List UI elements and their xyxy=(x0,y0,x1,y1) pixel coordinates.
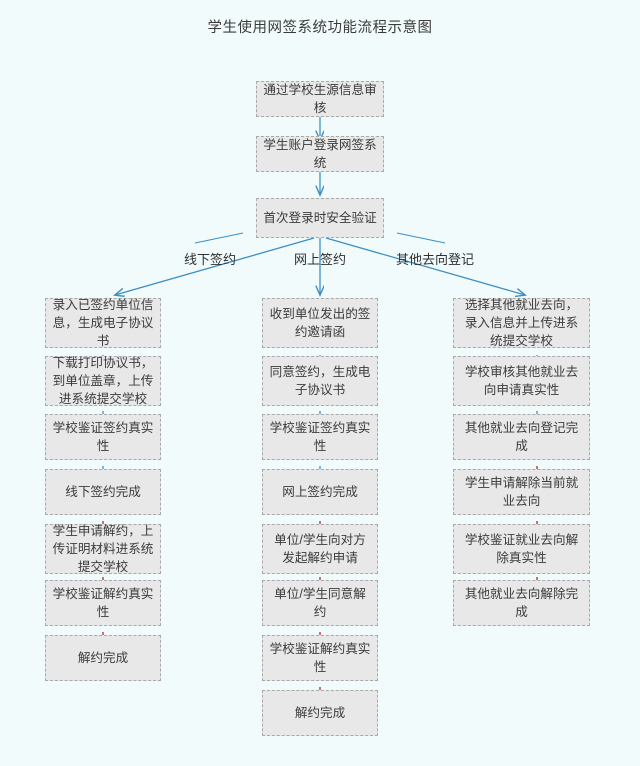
node-m7[interactable]: 学校鉴证解约真实性 xyxy=(262,635,378,681)
node-l2-label: 下载打印协议书，到单位盖章，上传进系统提交学校 xyxy=(52,356,154,406)
node-t2[interactable]: 学生账户登录网签系统 xyxy=(256,136,384,172)
node-m3-label: 学校鉴证签约真实性 xyxy=(269,421,371,453)
node-r3[interactable]: 其他就业去向登记完成 xyxy=(453,414,590,460)
node-t1[interactable]: 通过学校生源信息审核 xyxy=(256,81,384,117)
node-m8[interactable]: 解约完成 xyxy=(262,690,378,736)
node-r1[interactable]: 选择其他就业去向，录入信息并上传进系统提交学校 xyxy=(453,298,590,348)
node-r5[interactable]: 学校鉴证就业去向解除真实性 xyxy=(453,524,590,574)
node-r5-label: 学校鉴证就业去向解除真实性 xyxy=(464,533,579,565)
node-m1-label: 收到单位发出的签约邀请函 xyxy=(269,307,371,339)
branch-label-offline: 线下签约 xyxy=(183,252,236,267)
node-m3[interactable]: 学校鉴证签约真实性 xyxy=(262,414,378,460)
node-l3[interactable]: 学校鉴证签约真实性 xyxy=(45,414,161,460)
node-m6[interactable]: 单位/学生同意解约 xyxy=(262,580,378,626)
node-t2-label: 学生账户登录网签系统 xyxy=(263,138,377,170)
branch-tick-left xyxy=(194,232,244,244)
node-l1-label: 录入已签约单位信息，生成电子协议书 xyxy=(52,298,154,348)
node-t1-label: 通过学校生源信息审核 xyxy=(263,83,377,115)
node-m7-label: 学校鉴证解约真实性 xyxy=(269,642,371,674)
node-r2[interactable]: 学校审核其他就业去向申请真实性 xyxy=(453,356,590,406)
node-m5[interactable]: 单位/学生向对方发起解约申请 xyxy=(262,524,378,574)
node-m6-label: 单位/学生同意解约 xyxy=(274,587,366,619)
node-l1[interactable]: 录入已签约单位信息，生成电子协议书 xyxy=(45,298,161,348)
node-m1[interactable]: 收到单位发出的签约邀请函 xyxy=(262,298,378,348)
node-l7-label: 解约完成 xyxy=(77,651,129,665)
node-m2-label: 同意签约，生成电子协议书 xyxy=(269,365,371,397)
node-t3[interactable]: 首次登录时安全验证 xyxy=(256,198,384,238)
node-r2-label: 学校审核其他就业去向申请真实性 xyxy=(464,365,579,397)
node-l6-label: 学校鉴证解约真实性 xyxy=(52,587,154,619)
node-m5-label: 单位/学生向对方发起解约申请 xyxy=(274,533,366,565)
node-m2[interactable]: 同意签约，生成电子协议书 xyxy=(262,356,378,406)
branch-label-other: 其他去向登记 xyxy=(395,252,474,267)
node-m4[interactable]: 网上签约完成 xyxy=(262,469,378,515)
node-t3-label: 首次登录时安全验证 xyxy=(263,211,377,225)
node-m4-label: 网上签约完成 xyxy=(282,485,358,499)
node-l3-label: 学校鉴证签约真实性 xyxy=(52,421,154,453)
node-l2[interactable]: 下载打印协议书，到单位盖章，上传进系统提交学校 xyxy=(45,356,161,406)
node-r6[interactable]: 其他就业去向解除完成 xyxy=(453,580,590,626)
node-r3-label: 其他就业去向登记完成 xyxy=(464,421,579,453)
node-l5[interactable]: 学生申请解约，上传证明材料进系统提交学校 xyxy=(45,524,161,574)
node-l5-label: 学生申请解约，上传证明材料进系统提交学校 xyxy=(52,524,154,574)
node-l7[interactable]: 解约完成 xyxy=(45,635,161,681)
node-l4-label: 线下签约完成 xyxy=(65,485,141,499)
node-r4[interactable]: 学生申请解除当前就业去向 xyxy=(453,469,590,515)
node-r4-label: 学生申请解除当前就业去向 xyxy=(464,476,579,508)
node-l4[interactable]: 线下签约完成 xyxy=(45,469,161,515)
node-m8-label: 解约完成 xyxy=(294,706,346,720)
node-l6[interactable]: 学校鉴证解约真实性 xyxy=(45,580,161,626)
branch-tick-right xyxy=(396,232,446,244)
branch-label-online: 网上签约 xyxy=(293,252,346,267)
node-r1-label: 选择其他就业去向，录入信息并上传进系统提交学校 xyxy=(464,298,579,348)
page-title: 学生使用网签系统功能流程示意图 xyxy=(207,20,433,36)
node-r6-label: 其他就业去向解除完成 xyxy=(464,587,579,619)
